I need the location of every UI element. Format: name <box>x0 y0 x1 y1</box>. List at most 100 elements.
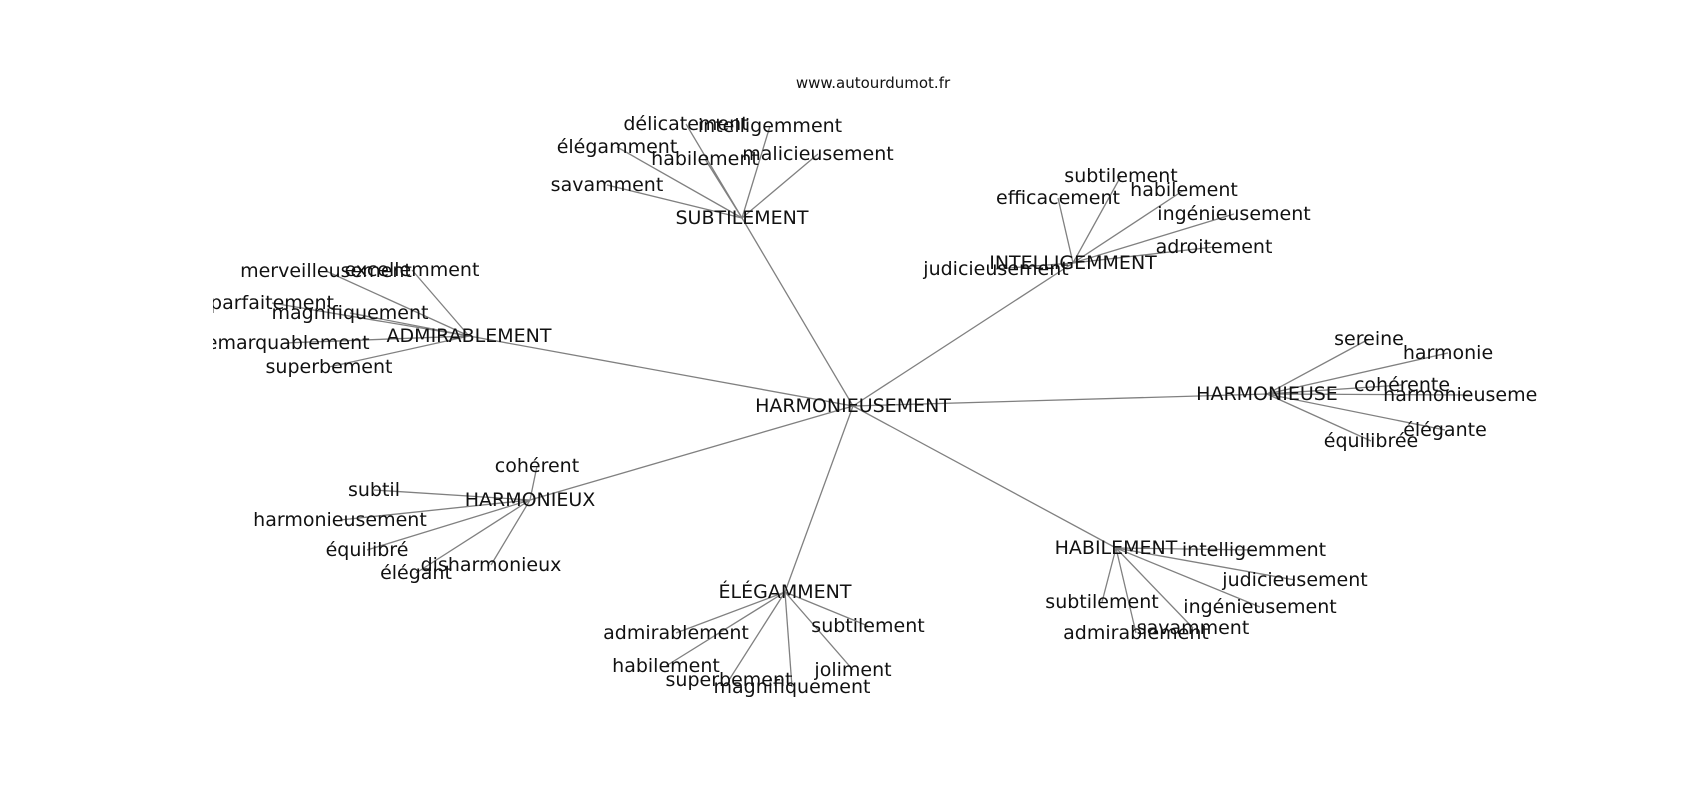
edge-hub-to-leaf <box>328 335 470 368</box>
edge-hub-to-leaf <box>411 269 470 337</box>
edge-hub-to-leaf <box>415 499 531 574</box>
edge-center-to-hub <box>784 405 854 593</box>
leaf-node-label: judicieusement <box>1221 569 1367 591</box>
leaf-node-label: cohérent <box>495 455 579 477</box>
edge-hub-to-leaf <box>784 591 854 671</box>
edge-hub-to-leaf <box>728 591 786 681</box>
leaf-node-label: subtilement <box>811 615 924 637</box>
leaf-node-label: disharmonieux <box>421 554 562 576</box>
leaf-node-label: sereine <box>1334 328 1404 350</box>
edge-hub-to-leaf <box>1266 393 1471 396</box>
hub-node-label: HABILEMENT <box>1055 537 1178 559</box>
graph-edges <box>271 123 1471 688</box>
edge-hub-to-leaf <box>366 499 531 551</box>
edge-hub-to-leaf <box>1072 213 1235 264</box>
edge-hub-to-leaf <box>1057 197 1074 264</box>
leaf-node-label: savamment <box>1137 617 1250 639</box>
leaf-node-label: superbement <box>666 669 793 691</box>
leaf-node-label: efficacement <box>996 187 1120 209</box>
edge-center-to-hub <box>741 217 854 407</box>
leaf-node-label: superbement <box>266 356 393 378</box>
leaf-node-label: élégamment <box>557 136 678 158</box>
edge-hub-to-leaf <box>339 499 531 521</box>
edge-hub-to-leaf <box>1266 384 1403 395</box>
edge-hub-to-leaf <box>1101 547 1117 603</box>
leaf-node-label: magnifiquement <box>272 302 429 324</box>
edge-hub-to-leaf <box>1115 547 1137 634</box>
edge-center-to-hub <box>852 262 1074 407</box>
edge-hub-to-leaf <box>675 591 786 634</box>
leaf-node-label: habilement <box>612 655 720 677</box>
hub-node-label: HARMONIEUSE <box>1196 383 1338 405</box>
edge-hub-to-leaf <box>1115 547 1261 608</box>
edge-hub-to-leaf <box>1266 393 1372 442</box>
hub-node-label: ÉLÉGAMMENT <box>719 580 852 603</box>
hub-node-label: INTELLIGEMMENT <box>989 252 1157 274</box>
leaf-node-label: cohérente <box>1354 374 1450 396</box>
edge-hub-to-leaf <box>325 270 470 337</box>
leaf-node-label: malicieusement <box>742 143 893 165</box>
leaf-node-label: ingénieusement <box>1183 596 1336 618</box>
leaf-node-label: subtil <box>348 479 400 501</box>
leaf-node-label: remarquablement <box>198 332 369 354</box>
leaf-node-label: harmonieusement <box>1383 384 1557 406</box>
edge-hub-to-leaf <box>1115 547 1194 629</box>
leaf-node-label: subtilement <box>1064 165 1177 187</box>
edge-hub-to-leaf <box>606 184 743 219</box>
edge-hub-to-leaf <box>1115 547 1255 551</box>
edge-hub-to-leaf <box>995 262 1074 270</box>
leaf-node-label: équilibré <box>326 539 409 561</box>
edge-hub-to-leaf <box>373 489 531 501</box>
edge-center-to-hub <box>468 335 854 407</box>
leaf-node-label: ingénieusement <box>1157 203 1310 225</box>
leaf-node-label: harmonieusement <box>253 509 427 531</box>
center-node-label: HARMONIEUSEMENT <box>755 395 951 417</box>
leaf-node-label: adroitement <box>1156 236 1273 258</box>
leaf-node-label: savamment <box>551 174 664 196</box>
edge-hub-to-leaf <box>529 465 538 501</box>
leaf-node-label: harmonie <box>1403 342 1493 364</box>
edge-hub-to-leaf <box>1115 547 1296 581</box>
edge-hub-to-leaf <box>1072 189 1185 264</box>
edge-hub-to-leaf <box>665 591 786 667</box>
hub-node-label: SUBTILEMENT <box>675 207 808 229</box>
leaf-node-label: équilibrée <box>1324 430 1418 452</box>
edge-hub-to-leaf <box>1072 175 1122 264</box>
hub-node-label: ADMIRABLEMENT <box>387 325 552 347</box>
edge-hub-to-leaf <box>741 153 819 219</box>
leaf-node-label: intelligemment <box>1182 539 1326 561</box>
edge-hub-to-leaf <box>616 146 743 219</box>
edge-hub-to-leaf <box>1072 246 1215 264</box>
leaf-node-label: habilement <box>1130 179 1238 201</box>
leaf-node-label: habilement <box>651 148 759 170</box>
leaf-node-label: admirablement <box>1063 622 1209 644</box>
leaf-node-label: judicieusement <box>922 258 1068 280</box>
leaf-node-label: parfaitement <box>210 292 334 314</box>
leaf-node-label: merveilleusement <box>240 260 412 282</box>
edge-center-to-hub <box>852 393 1268 407</box>
leaf-node-label: élégante <box>1403 419 1487 441</box>
edge-hub-to-leaf <box>784 591 869 627</box>
graph-labels: HARMONIEUSEMENT SUBTILEMENT délicatement in… <box>198 113 1557 698</box>
leaf-node-label: subtilement <box>1045 591 1158 613</box>
leaf-node-label: excellemment <box>345 259 480 281</box>
edge-hub-to-leaf <box>283 335 470 344</box>
edge-hub-to-leaf <box>1266 393 1446 431</box>
edge-hub-to-leaf <box>1266 338 1370 395</box>
edge-hub-to-leaf <box>741 125 771 219</box>
leaf-node-label: délicatement <box>623 113 748 135</box>
hub-node-label: HARMONIEUX <box>465 489 596 511</box>
edge-hub-to-leaf <box>784 591 793 688</box>
watermark: www.autourdumot.fr <box>796 74 951 92</box>
edge-hub-to-leaf <box>349 312 470 337</box>
leaf-node-label: magnifiquement <box>714 676 871 698</box>
leaf-node-label: admirablement <box>603 622 749 644</box>
edge-hub-to-leaf <box>704 158 743 219</box>
edge-hub-to-leaf <box>271 302 470 337</box>
edge-center-to-hub <box>529 405 854 501</box>
edge-hub-to-leaf <box>1266 352 1449 395</box>
edge-hub-to-leaf <box>490 499 531 566</box>
leaf-node-label: élégant <box>380 562 452 584</box>
